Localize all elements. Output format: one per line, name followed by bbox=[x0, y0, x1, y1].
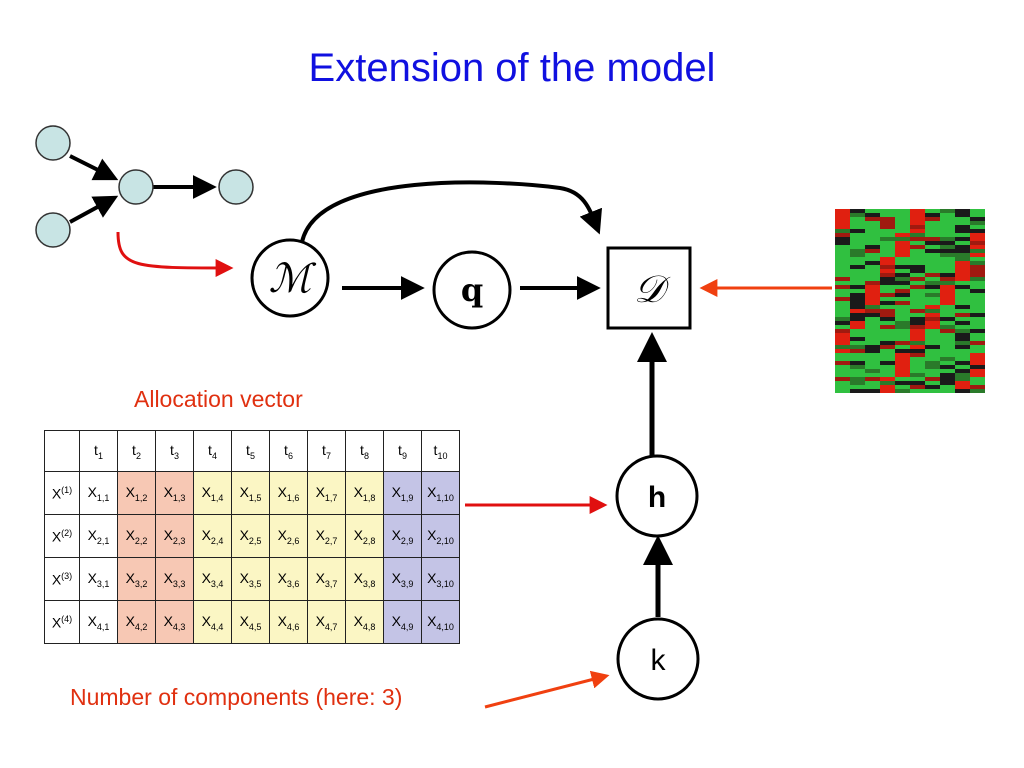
small-network-graph-icon bbox=[35, 125, 254, 248]
table-cell: X2,8 bbox=[345, 514, 384, 558]
table-cell: X1,7 bbox=[307, 471, 346, 515]
table-cell: X1,1 bbox=[79, 471, 118, 515]
network-edge bbox=[69, 154, 119, 181]
network-node bbox=[118, 169, 154, 205]
heatmap-graphic bbox=[835, 209, 985, 393]
table-row-header: X(2) bbox=[44, 514, 80, 558]
network-to-model-arrow bbox=[116, 231, 234, 277]
table-column-header: t7 bbox=[307, 430, 346, 472]
table-cell: X4,7 bbox=[307, 600, 346, 644]
h-node-label: h bbox=[648, 481, 666, 514]
table-cell: X3,7 bbox=[307, 557, 346, 601]
table-corner-cell bbox=[44, 430, 80, 472]
network-edge bbox=[69, 195, 119, 224]
network-node bbox=[35, 212, 71, 248]
table-cell: X2,2 bbox=[117, 514, 156, 558]
table-cell: X1,8 bbox=[345, 471, 384, 515]
table-cell: X3,6 bbox=[269, 557, 308, 601]
table-row-header: X(1) bbox=[44, 471, 80, 515]
table-cell: X4,6 bbox=[269, 600, 308, 644]
q-node-label: q bbox=[461, 271, 483, 309]
table-cell: X4,1 bbox=[79, 600, 118, 644]
gene-expression-heatmap-image bbox=[835, 209, 985, 393]
table-cell: X1,2 bbox=[117, 471, 156, 515]
table-cell: X2,7 bbox=[307, 514, 346, 558]
table-cell: X4,4 bbox=[193, 600, 232, 644]
data-node: 𝒟 bbox=[606, 246, 692, 330]
table-column-header: t2 bbox=[117, 430, 156, 472]
table-cell: X1,6 bbox=[269, 471, 308, 515]
number-of-components-caption: Number of components (here: 3) bbox=[70, 684, 403, 710]
table-cell: X4,3 bbox=[155, 600, 194, 644]
table-cell: X3,1 bbox=[79, 557, 118, 601]
table-column-header: t9 bbox=[383, 430, 422, 472]
page-title: Extension of the model bbox=[308, 46, 716, 90]
table-cell: X3,9 bbox=[383, 557, 422, 601]
table-cell: X3,8 bbox=[345, 557, 384, 601]
h-node: h bbox=[615, 454, 699, 538]
table-cell: X3,2 bbox=[117, 557, 156, 601]
table-cell: X2,4 bbox=[193, 514, 232, 558]
table-cell: X1,3 bbox=[155, 471, 194, 515]
table-cell: X1,4 bbox=[193, 471, 232, 515]
table-column-header: t8 bbox=[345, 430, 384, 472]
table-column-header: t10 bbox=[421, 430, 460, 472]
table-cell: X1,10 bbox=[421, 471, 460, 515]
caption-to-k-arrow bbox=[484, 670, 610, 709]
table-cell: X2,1 bbox=[79, 514, 118, 558]
table-cell: X3,3 bbox=[155, 557, 194, 601]
table-cell: X3,10 bbox=[421, 557, 460, 601]
model-node: ℳ bbox=[250, 238, 330, 318]
table-cell: X1,5 bbox=[231, 471, 270, 515]
model-node-label: ℳ bbox=[269, 256, 317, 302]
table-cell: X2,5 bbox=[231, 514, 270, 558]
table-cell: X3,5 bbox=[231, 557, 270, 601]
table-column-header: t5 bbox=[231, 430, 270, 472]
table-row-header: X(3) bbox=[44, 557, 80, 601]
table-column-header: t3 bbox=[155, 430, 194, 472]
model-to-data-curved-arrow bbox=[300, 180, 603, 243]
table-cell: X2,10 bbox=[421, 514, 460, 558]
k-node-label: k bbox=[651, 644, 667, 677]
table-cell: X4,8 bbox=[345, 600, 384, 644]
table-cell: X2,6 bbox=[269, 514, 308, 558]
table-cell: X4,10 bbox=[421, 600, 460, 644]
k-node: k bbox=[616, 617, 700, 701]
table-cell: X4,5 bbox=[231, 600, 270, 644]
table-row-header: X(4) bbox=[44, 600, 80, 644]
network-node bbox=[218, 169, 254, 205]
table-cell: X1,9 bbox=[383, 471, 422, 515]
table-column-header: t4 bbox=[193, 430, 232, 472]
q-node: q bbox=[432, 250, 512, 330]
table-cell: X2,3 bbox=[155, 514, 194, 558]
table-cell: X2,9 bbox=[383, 514, 422, 558]
table-cell: X4,9 bbox=[383, 600, 422, 644]
network-node bbox=[35, 125, 71, 161]
table-column-header: t6 bbox=[269, 430, 308, 472]
allocation-vector-caption: Allocation vector bbox=[134, 386, 303, 412]
table-cell: X4,2 bbox=[117, 600, 156, 644]
table-column-header: t1 bbox=[79, 430, 118, 472]
table-cell: X3,4 bbox=[193, 557, 232, 601]
